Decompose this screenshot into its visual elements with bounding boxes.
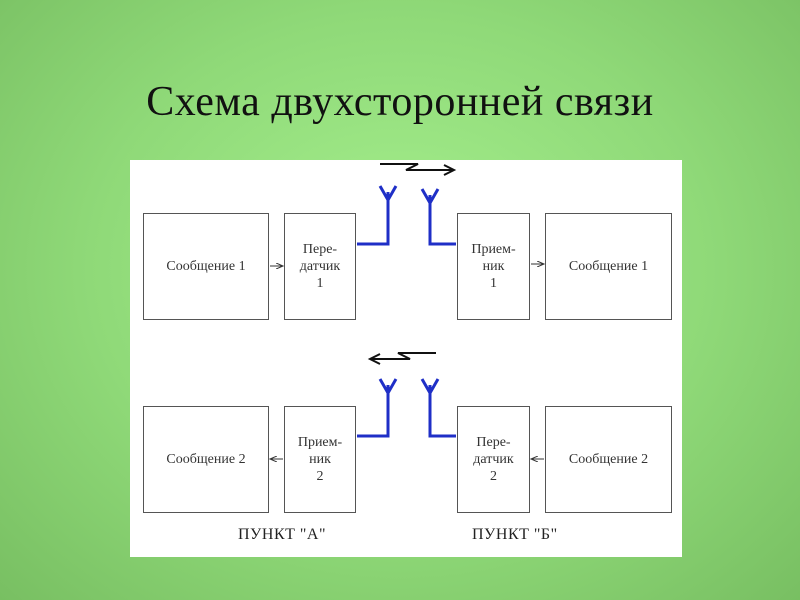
antenna-receiver-1 [420, 188, 456, 246]
transmitter-1-box: Пере- датчик 1 [284, 213, 356, 320]
message-2-left-box: Сообщение 2 [143, 406, 269, 513]
antenna-transmitter-2 [420, 378, 456, 438]
transmitter-1-label: Пере- датчик 1 [299, 242, 341, 291]
antenna-receiver-2 [357, 378, 398, 438]
point-b-label: ПУНКТ "Б" [472, 526, 558, 543]
receiver-1-label: Прием- ник 1 [471, 242, 516, 291]
message-1-right-box: Сообщение 1 [545, 213, 672, 320]
message-1-right-label: Сообщение 1 [568, 259, 649, 274]
message-1-left-box: Сообщение 1 [143, 213, 269, 320]
receiver-1-box: Прием- ник 1 [457, 213, 530, 320]
transmitter-2-box: Пере- датчик 2 [457, 406, 530, 513]
receiver-2-box: Прием- ник 2 [284, 406, 356, 513]
transmitter-2-label: Пере- датчик 2 [473, 435, 514, 484]
message-1-left-label: Сообщение 1 [166, 259, 246, 274]
slide-title: Схема двухсторонней связи [146, 79, 654, 125]
diagram-connections [130, 163, 682, 557]
antenna-transmitter-1 [357, 185, 398, 246]
diagram-panel: Сообщение 1 Пере- датчик 1 Прием- ник 1 … [130, 160, 682, 557]
signal-arrow-right [380, 163, 457, 176]
message-2-left-label: Сообщение 2 [166, 452, 246, 467]
message-2-right-label: Сообщение 2 [568, 452, 649, 467]
message-2-right-box: Сообщение 2 [545, 406, 672, 513]
receiver-2-label: Прием- ник 2 [297, 435, 343, 484]
point-a-label: ПУНКТ "А" [238, 526, 326, 543]
signal-arrow-left [367, 352, 436, 365]
